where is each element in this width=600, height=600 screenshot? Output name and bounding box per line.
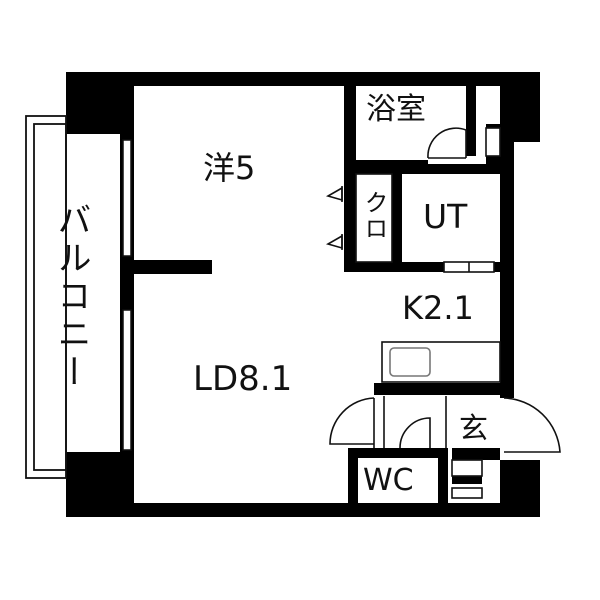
shoe-box [451,459,483,477]
wc-window [451,487,483,499]
window-lower [122,309,132,451]
interior-walls [134,86,504,510]
entrance-door-right [503,397,561,453]
windows [122,139,132,451]
partition-western-ld [134,260,212,274]
wc-top-wall [348,448,440,458]
fixtures [325,127,561,499]
balcony-inner [33,123,67,471]
living-dining-label: LD8.1 [193,359,293,399]
ut-bottom-wall-right [494,262,504,272]
kitchen-counter [381,341,501,383]
entrance-bottom-blk [452,476,482,484]
ut-top-wall [344,164,502,174]
wc-left-wall [348,448,358,510]
bath-door-gap [428,148,466,160]
balcony [25,115,67,479]
top-wall [66,72,540,86]
closet-box [355,173,393,263]
left-wall-top [66,72,134,134]
left-wall-bottom [66,452,134,517]
ut-bottom-wall [344,262,444,272]
wc-door-swing [399,417,431,449]
entrance-door-left [329,397,375,448]
closet-door-1 [325,186,343,202]
bath-left-wall [344,86,356,272]
bottom-wall [66,503,540,517]
closet-label: クロ [360,190,388,242]
kitchen-sink [389,347,431,377]
bath-right-mark [466,86,476,156]
entrance-right-wall [452,448,500,460]
ut-left-wall [392,170,402,272]
entrance-label: 玄 [459,411,489,445]
balcony-label: バルコニー [51,202,91,392]
right-wall-middle [500,142,514,398]
closet-door-2 [325,234,343,250]
bath-door-swing [427,127,467,159]
window-upper [122,139,132,257]
bathroom-label: 浴室 [366,92,426,127]
entrance-top-wall [374,383,504,395]
western-room-label: 洋5 [203,149,256,187]
toilet-label: WC [363,463,414,498]
wc-right-wall [438,448,448,510]
bath-vent [485,127,501,157]
utility-label: UT [423,197,468,236]
kitchen-label: K2.1 [402,289,474,327]
right-wall-top [500,72,540,142]
right-wall-bottom [500,460,540,517]
